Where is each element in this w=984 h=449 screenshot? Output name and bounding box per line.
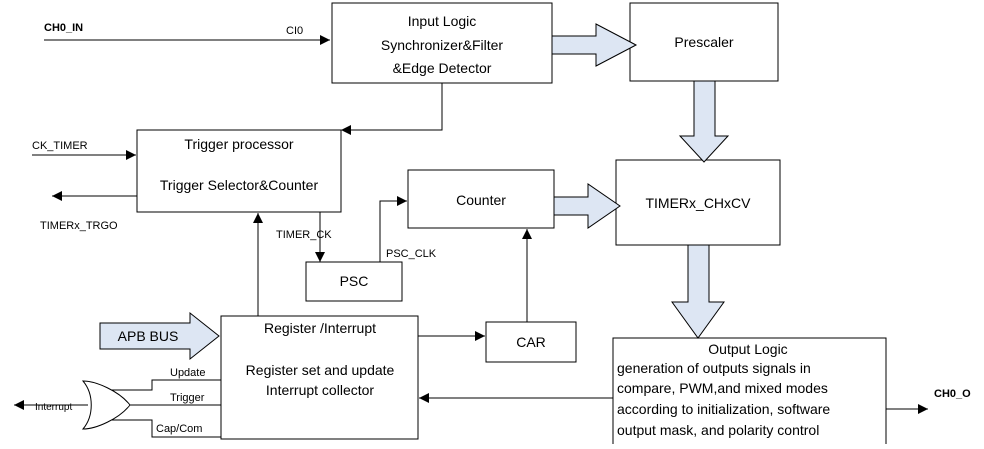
register-interrupt-line-3: Interrupt collector xyxy=(266,382,374,398)
output-logic-line-5: output mask, and polarity control xyxy=(617,422,819,438)
input-logic-block: Input Logic Synchronizer&Filter &Edge De… xyxy=(331,2,553,84)
apb-bus-label: APB BUS xyxy=(118,328,179,344)
car-label: CAR xyxy=(516,334,546,350)
output-logic-line-3: compare, PWM,and mixed modes xyxy=(617,380,828,396)
ch0-in-signal: CH0_IN CI0 xyxy=(44,22,330,45)
trigger-label: Trigger xyxy=(170,392,205,404)
output-logic-title: Output Logic xyxy=(708,341,787,357)
arrow-timer-chxcv-to-output-logic xyxy=(671,244,725,339)
input-logic-line-3: &Edge Detector xyxy=(393,60,492,76)
arrow-counter-to-timer-chxcv xyxy=(553,183,621,229)
trigger-processor-block: Trigger processor Trigger Selector&Count… xyxy=(136,129,342,213)
ck-timer-label: CK_TIMER xyxy=(32,140,88,152)
input-logic-line-2: Synchronizer&Filter xyxy=(381,37,503,53)
counter-label: Counter xyxy=(456,192,506,208)
output-logic-line-2: generation of outputs signals in xyxy=(617,360,811,376)
timer-ck-label: TIMER_CK xyxy=(276,229,332,241)
prescaler-label: Prescaler xyxy=(674,34,733,50)
timer-chxcv-block: TIMERx_CHxCV xyxy=(615,159,781,246)
ch0-o-signal: CH0_O xyxy=(886,388,971,414)
timer-ck-signal: TIMER_CK xyxy=(276,212,332,262)
output-logic-line-4: according to initialization, software xyxy=(617,401,830,417)
or-gate-symbol xyxy=(81,380,131,430)
update-label: Update xyxy=(170,367,205,379)
psc-clk-label: PSC_CLK xyxy=(386,248,437,260)
arrow-input-to-prescaler xyxy=(551,23,638,67)
register-interrupt-block: Register /Interrupt Register set and upd… xyxy=(220,315,419,440)
input-logic-title: Input Logic xyxy=(408,13,477,29)
trigger-processor-title: Trigger processor xyxy=(184,136,294,152)
psc-label: PSC xyxy=(340,273,369,289)
arrow-prescaler-to-timer-chxcv xyxy=(678,80,730,163)
ch0-o-label: CH0_O xyxy=(934,388,971,400)
prescaler-block: Prescaler xyxy=(629,2,779,82)
register-interrupt-title: Register /Interrupt xyxy=(264,320,376,336)
psc-clk-signal: PSC_CLK xyxy=(379,196,437,262)
apb-bus-arrow: APB BUS xyxy=(99,311,220,361)
cap-com-label: Cap/Com xyxy=(156,423,202,435)
counter-block: Counter xyxy=(407,169,555,229)
ch0-in-label: CH0_IN xyxy=(44,22,83,34)
trgo-signal: TIMERx_TRGO xyxy=(40,191,137,232)
car-block: CAR xyxy=(485,321,577,363)
timer-chxcv-label: TIMERx_CHxCV xyxy=(645,195,751,211)
timerx-trgo-label: TIMERx_TRGO xyxy=(40,220,118,232)
trigger-processor-subtitle: Trigger Selector&Counter xyxy=(160,177,319,193)
interrupt-label: Interrupt xyxy=(35,402,72,413)
psc-block: PSC xyxy=(305,261,403,302)
ci0-label: CI0 xyxy=(286,25,303,37)
ck-timer-signal: CK_TIMER xyxy=(32,140,136,160)
register-interrupt-line-2: Register set and update xyxy=(246,362,395,378)
input-logic-to-trigger-line xyxy=(341,83,443,135)
interrupt-or-gate: Update Trigger Cap/Com Interrupt xyxy=(14,367,221,438)
output-logic-block: Output Logic generation of outputs signa… xyxy=(612,337,887,444)
